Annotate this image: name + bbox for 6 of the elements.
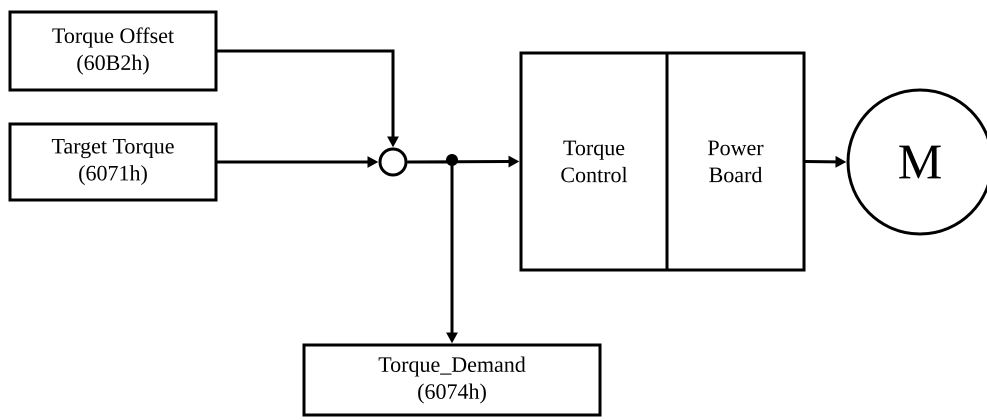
parameter-box: Torque Offset (60B2h) [8, 10, 218, 92]
control-block: Power Board [666, 52, 806, 272]
parameter-box: Target Torque (6071h) [8, 122, 218, 202]
control-block: Torque Control [520, 52, 668, 272]
summing-junction [378, 148, 408, 176]
parameter-box: Torque_Demand (6074h) [302, 344, 602, 416]
